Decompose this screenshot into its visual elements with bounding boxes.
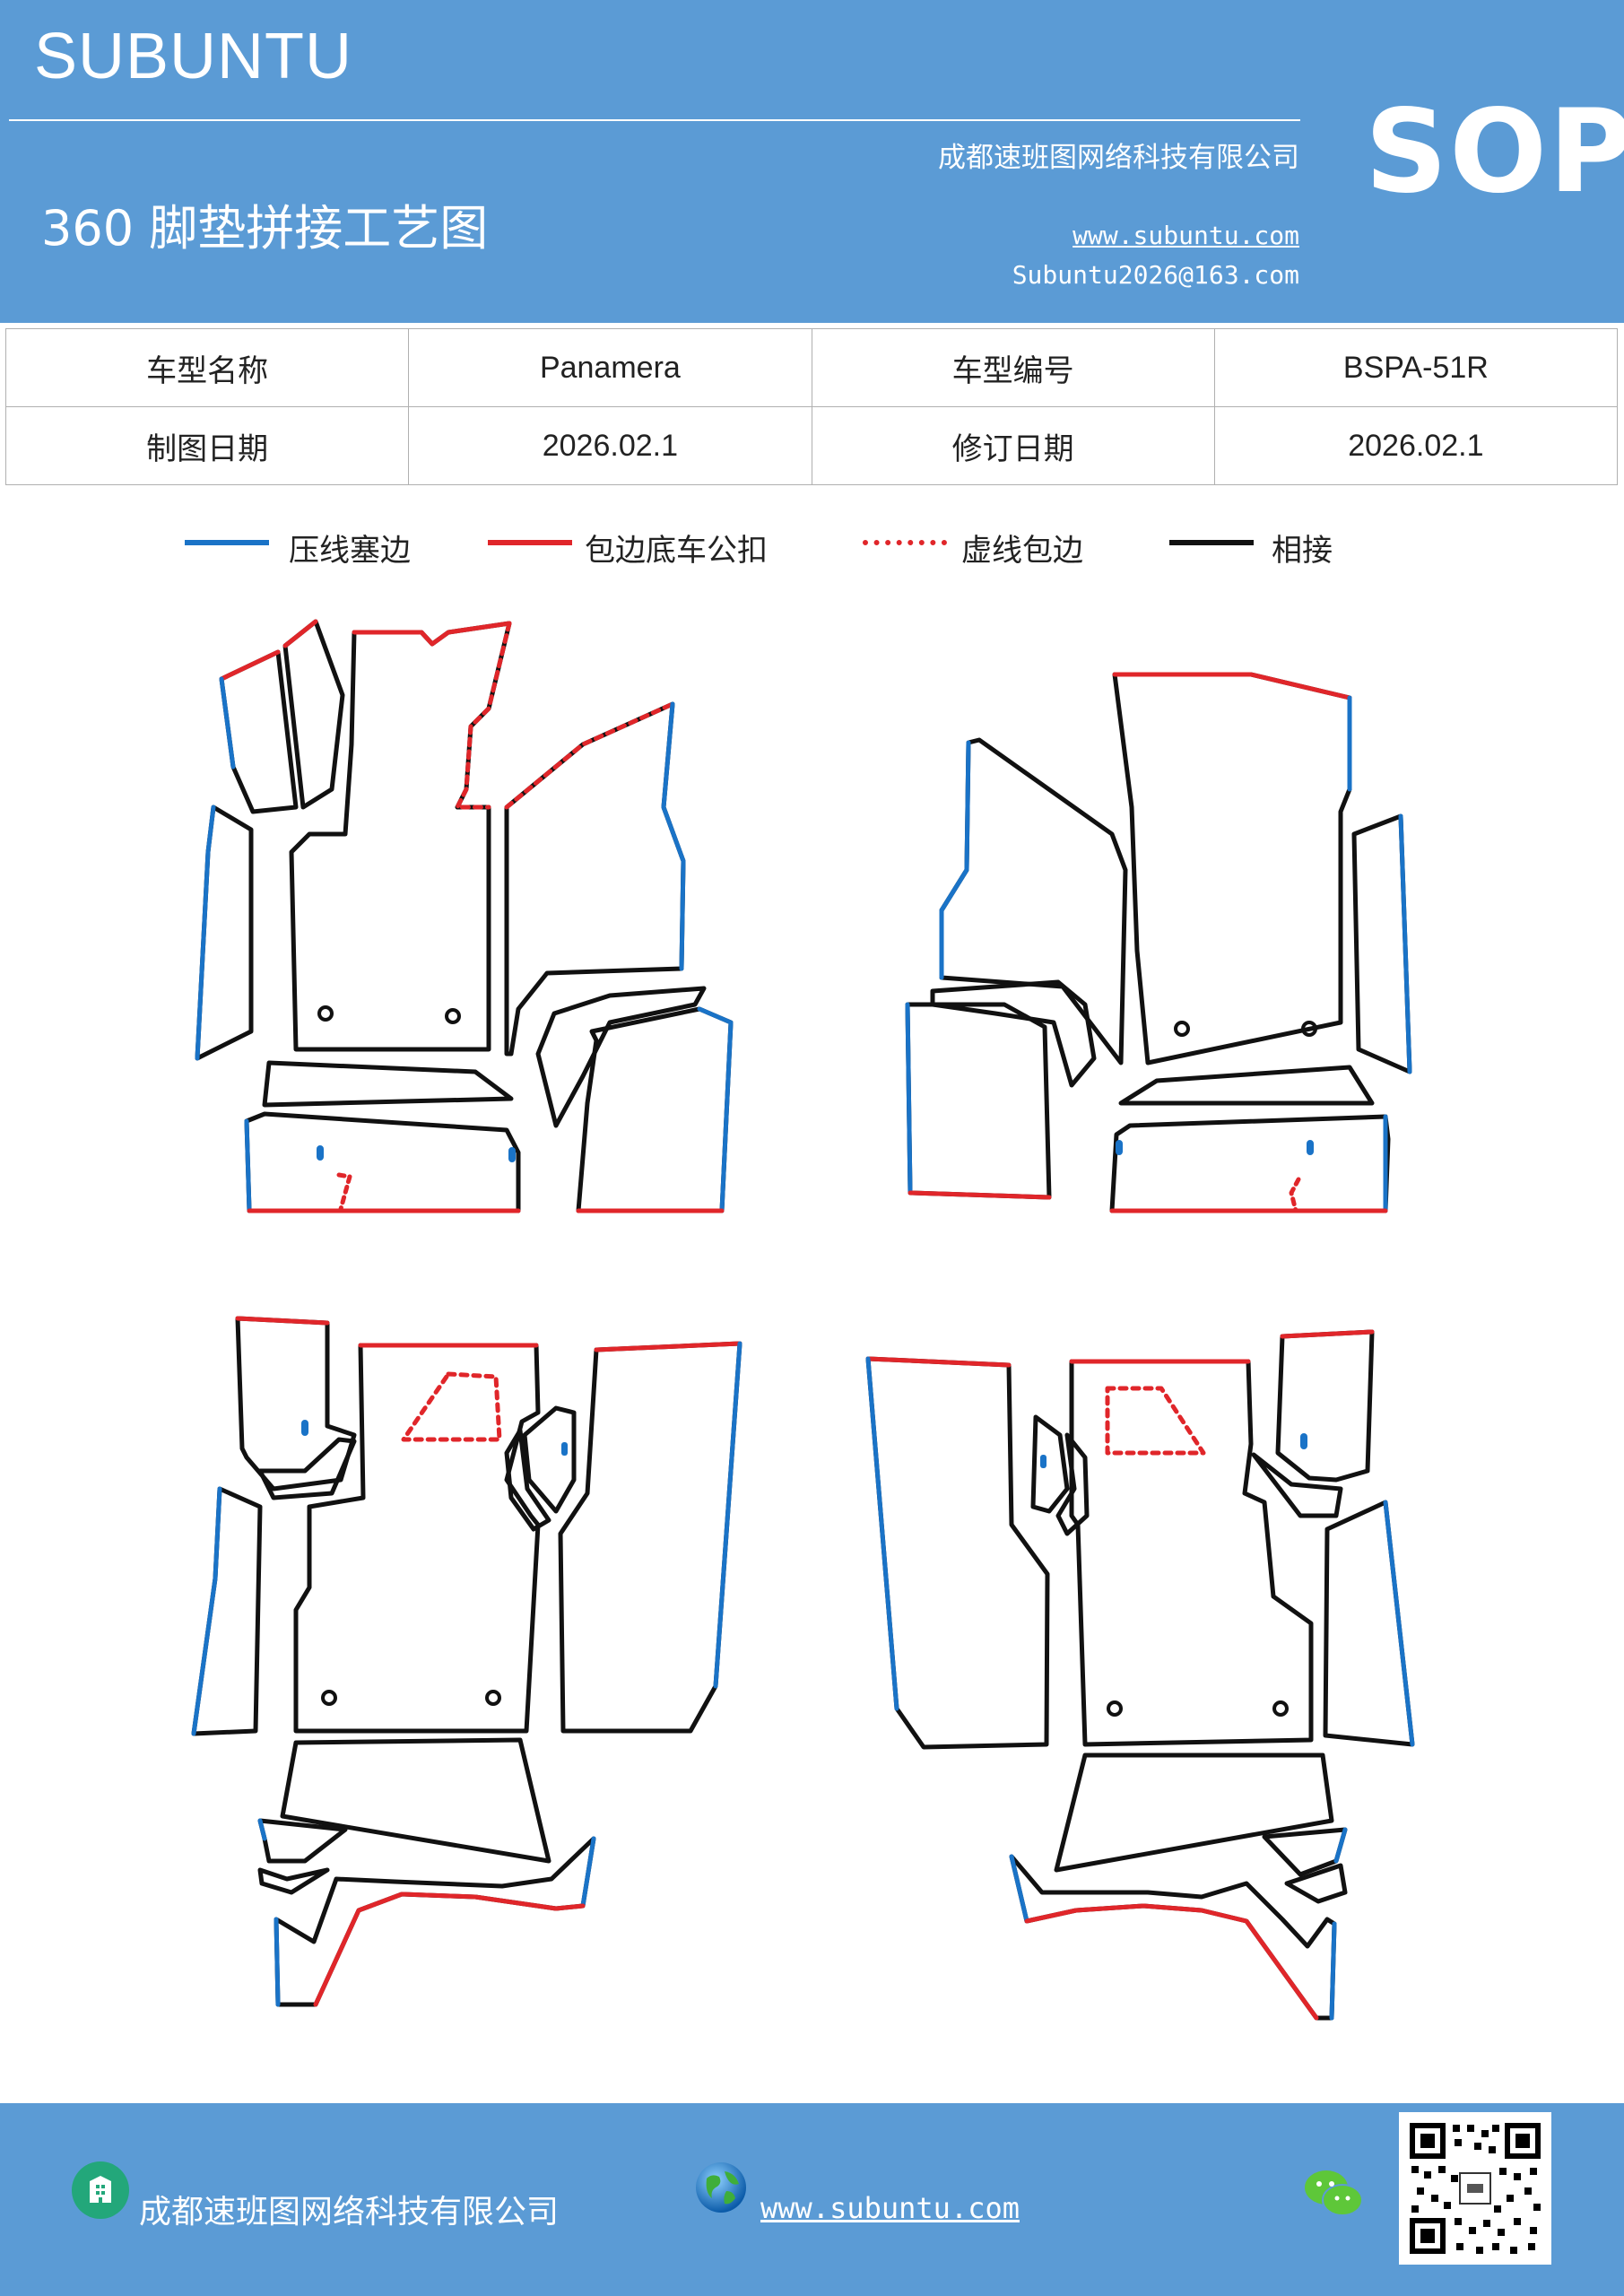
mat-piece: [522, 1405, 577, 1514]
mat-piece: [865, 1356, 1050, 1750]
footer-company: 成都速班图网络科技有限公司: [139, 2194, 560, 2231]
header-divider: [9, 119, 1300, 121]
mat-piece: [1284, 1863, 1348, 1904]
mat-piece: [504, 1428, 551, 1532]
mat-piece: [191, 1486, 263, 1736]
legend-label: 包边底车公扣: [585, 533, 768, 569]
document-title: 360 脚垫拼接工艺图: [41, 200, 489, 257]
label-model-code: 车型编号: [811, 328, 1215, 407]
value-revision-date: 2026.02.1: [1213, 406, 1619, 485]
mat-piece: [1118, 1065, 1375, 1106]
qr-code[interactable]: [1399, 2112, 1551, 2265]
mat-piece: [262, 1060, 514, 1108]
mat-set-bottom-right: [865, 1329, 1415, 2021]
mat-piece: [257, 1867, 330, 1895]
value-model-name: Panamera: [408, 328, 812, 407]
mat-piece: [535, 986, 707, 1128]
legend-swatch-blue: [185, 540, 269, 545]
mat-piece: [1112, 672, 1352, 1065]
header-website-link[interactable]: www.subuntu.com: [1073, 221, 1299, 250]
mat-piece: [257, 1818, 348, 1864]
mat-piece: [244, 1111, 521, 1213]
legend-label: 虚线包边: [961, 533, 1083, 569]
brand-name: SUBUNTU: [34, 21, 353, 92]
mat-piece: [274, 1836, 596, 2007]
table-row: 车型名称 Panamera 车型编号 BSPA-51R: [4, 328, 1619, 407]
globe-icon: [692, 2159, 750, 2216]
wechat-icon: [1302, 2166, 1365, 2222]
vehicle-info-table: 车型名称 Panamera 车型编号 BSPA-51R 制图日期 2026.02…: [4, 328, 1619, 485]
mat-set-bottom-left: [191, 1316, 743, 2007]
mat-piece: [905, 1002, 1052, 1200]
sop-badge: SOP: [1365, 85, 1624, 219]
legend-swatch-red-dotted: [863, 540, 947, 545]
mat-piece: [1275, 1329, 1375, 1483]
value-draw-date: 2026.02.1: [408, 406, 812, 485]
mat-piece: [1055, 1432, 1090, 1536]
mat-set-top-right: [905, 672, 1412, 1213]
mat-piece: [1251, 1452, 1343, 1518]
building-icon: [72, 2161, 129, 2219]
legend-label: 相接: [1272, 533, 1333, 569]
header-company: 成都速班图网络科技有限公司: [938, 142, 1299, 174]
mat-piece: [289, 621, 512, 1052]
mat-piece: [1069, 1359, 1314, 1747]
footer-website-link[interactable]: www.subuntu.com: [760, 2191, 1020, 2225]
label-draw-date: 制图日期: [4, 406, 410, 485]
legend: 压线塞边 包边底车公扣 虚线包边 相接: [0, 520, 1624, 569]
value-model-code: BSPA-51R: [1213, 328, 1619, 407]
legend-swatch-black: [1169, 540, 1254, 545]
mat-piece: [235, 1316, 357, 1492]
legend-label: 压线塞边: [289, 533, 411, 569]
mat-piece: [257, 1437, 357, 1500]
label-revision-date: 修订日期: [811, 406, 1215, 485]
legend-swatch-red: [488, 540, 572, 545]
table-row: 制图日期 2026.02.1 修订日期 2026.02.1: [4, 406, 1619, 485]
mat-piece: [558, 1341, 743, 1734]
mat-piece: [1109, 1114, 1391, 1213]
mat-piece: [1054, 1752, 1334, 1873]
header-email: Subuntu2026@163.com: [1012, 260, 1299, 290]
mat-piece: [280, 1737, 551, 1864]
header-banner: SUBUNTU 成都速班图网络科技有限公司 360 脚垫拼接工艺图 www.su…: [0, 0, 1624, 323]
mat-piece: [1009, 1854, 1337, 2021]
label-model-name: 车型名称: [4, 328, 410, 407]
mat-piece: [930, 979, 1097, 1088]
footer-banner: 成都速班图网络科技有限公司 www.subuntu.com: [0, 2103, 1624, 2296]
mat-piece: [1030, 1414, 1070, 1514]
mat-piece: [293, 1343, 541, 1734]
mat-set-top-left: [195, 619, 734, 1213]
